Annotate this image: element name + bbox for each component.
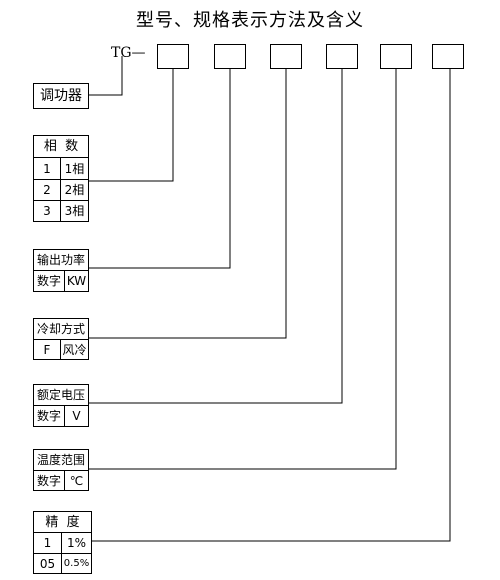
device-box: 调功器 [33, 83, 89, 109]
cooling-meaning: 风冷 [62, 342, 87, 357]
voltage-table: 额定电压 数字 V [33, 384, 89, 427]
precision-meaning-2: 0.5% [63, 557, 90, 569]
power-connector [88, 69, 231, 269]
precision-code-2: 05 [39, 556, 56, 571]
voltage-connector [88, 69, 343, 404]
phase-header: 相 数 [43, 139, 79, 154]
temperature-meaning: ℃ [69, 473, 84, 488]
precision-code-1: 1 [43, 536, 52, 550]
voltage-meaning: V [72, 409, 81, 423]
temperature-header: 温度范围 [36, 453, 85, 467]
phase-code-1: 1 [43, 161, 51, 176]
power-code: 数字 [36, 274, 61, 288]
temperature-table: 温度范围 数字 ℃ [33, 449, 89, 491]
page-title: 型号、规格表示方法及含义 [136, 10, 364, 31]
temperature-connector [88, 69, 397, 470]
phase-meaning-1: 1相 [64, 161, 85, 176]
power-meaning: KW [66, 274, 87, 288]
code-box-4 [326, 44, 358, 69]
phase-meaning-3: 3相 [64, 204, 85, 218]
temperature-code: 数字 [36, 473, 61, 488]
cooling-header: 冷却方式 [36, 322, 85, 336]
precision-table: 精 度 1 1% 05 0.5% [33, 511, 92, 574]
power-header: 输出功率 [36, 253, 85, 267]
phase-connector [88, 69, 174, 182]
code-box-5 [380, 44, 412, 69]
precision-header: 精 度 [45, 514, 80, 530]
code-box-3 [270, 44, 302, 69]
precision-meaning-1: 1% [66, 536, 87, 550]
device-connector [88, 56, 123, 96]
phase-code-3: 3 [43, 204, 51, 218]
phase-code-2: 2 [43, 183, 51, 197]
voltage-code: 数字 [36, 409, 61, 423]
device-label: 调功器 [40, 88, 82, 104]
code-box-6 [432, 44, 464, 69]
phase-meaning-2: 2相 [64, 183, 85, 197]
cooling-connector [88, 69, 287, 339]
voltage-header: 额定电压 [36, 388, 85, 402]
power-table: 输出功率 数字 KW [33, 249, 89, 292]
cooling-table: 冷却方式 F 风冷 [33, 318, 89, 360]
phase-table: 相 数 1 1相 2 2相 3 3相 [33, 135, 89, 222]
cooling-code: F [43, 342, 51, 357]
code-box-1 [157, 44, 189, 69]
model-prefix: TG— [111, 45, 146, 61]
code-box-2 [214, 44, 246, 69]
precision-connector [92, 69, 451, 542]
